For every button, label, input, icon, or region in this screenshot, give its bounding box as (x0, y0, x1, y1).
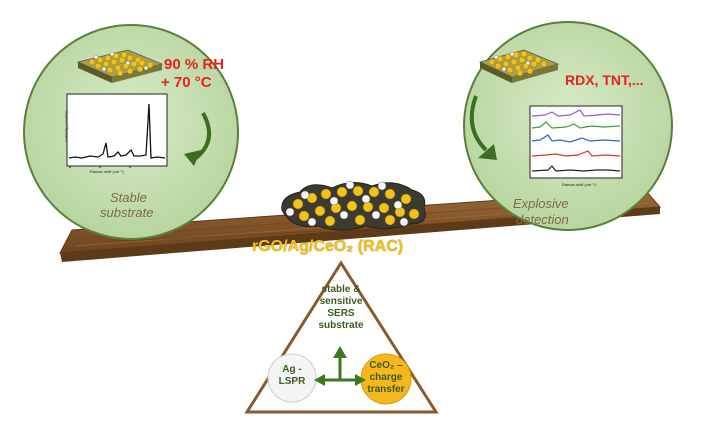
fulcrum-top-line-4: substrate (318, 320, 364, 331)
ceo2-line-2: charge (369, 372, 403, 383)
spectrum-purple (531, 109, 621, 117)
left-plot-xlabel: Raman shift (cm⁻¹) (90, 169, 124, 174)
left-substrate-cube-icon (76, 49, 164, 83)
composite-label: rGO/Ag/CeO₂ (RAC) (252, 238, 404, 255)
stable-caption-line-1: Stable (110, 190, 147, 205)
fulcrum-triangle (244, 260, 439, 414)
spectrum-black (531, 165, 621, 172)
left-raman-spectrum (66, 93, 168, 168)
spectrum-red (531, 150, 621, 157)
explosive-caption-line-1: Explosive (513, 196, 569, 211)
right-plot-xlabel: Raman shift (cm⁻¹) (562, 182, 596, 187)
left-plot-ylabel: Intensity (counts) (63, 111, 69, 142)
left-curved-arrow-icon (194, 112, 212, 160)
rac-composite-blob (281, 180, 426, 231)
left-spectrum-line (68, 103, 166, 159)
ceo2-line-1: CeO₂ – (369, 360, 403, 371)
ceo2-charge-transfer-label: CeO₂ – charge transfer (360, 360, 412, 396)
explosive-caption-line-2: detection (516, 212, 569, 227)
stable-caption-line-2: substrate (100, 205, 154, 220)
right-curved-arrow-icon (469, 95, 488, 152)
right-raman-spectra (529, 105, 623, 179)
fulcrum-top-label: stable & sensitive SERS substrate (296, 284, 386, 332)
conditions-line-1: 90 % RH (164, 56, 225, 73)
spectrum-blue (531, 134, 621, 143)
ceo2-line-3: transfer (367, 384, 405, 395)
fulcrum-top-line-2: sensitive (319, 296, 363, 307)
right-explosive-detection-circle (463, 21, 673, 231)
ag-circle (267, 353, 317, 403)
ag-lspr-label: Ag - LSPR (268, 364, 316, 388)
fulcrum-top-line-1: stable & (321, 284, 361, 295)
left-stable-substrate-circle (23, 24, 239, 240)
spectrum-green (531, 121, 621, 129)
ag-line-2: LSPR (278, 376, 306, 387)
fulcrum-top-line-3: SERS (327, 308, 355, 319)
conditions-line-2: + 70 °C (161, 74, 212, 91)
right-substrate-cube-icon (478, 49, 560, 83)
ag-line-1: Ag - (282, 364, 302, 375)
interaction-arrows-icon (314, 346, 366, 386)
analytes-label: RDX, TNT,... (565, 72, 644, 88)
